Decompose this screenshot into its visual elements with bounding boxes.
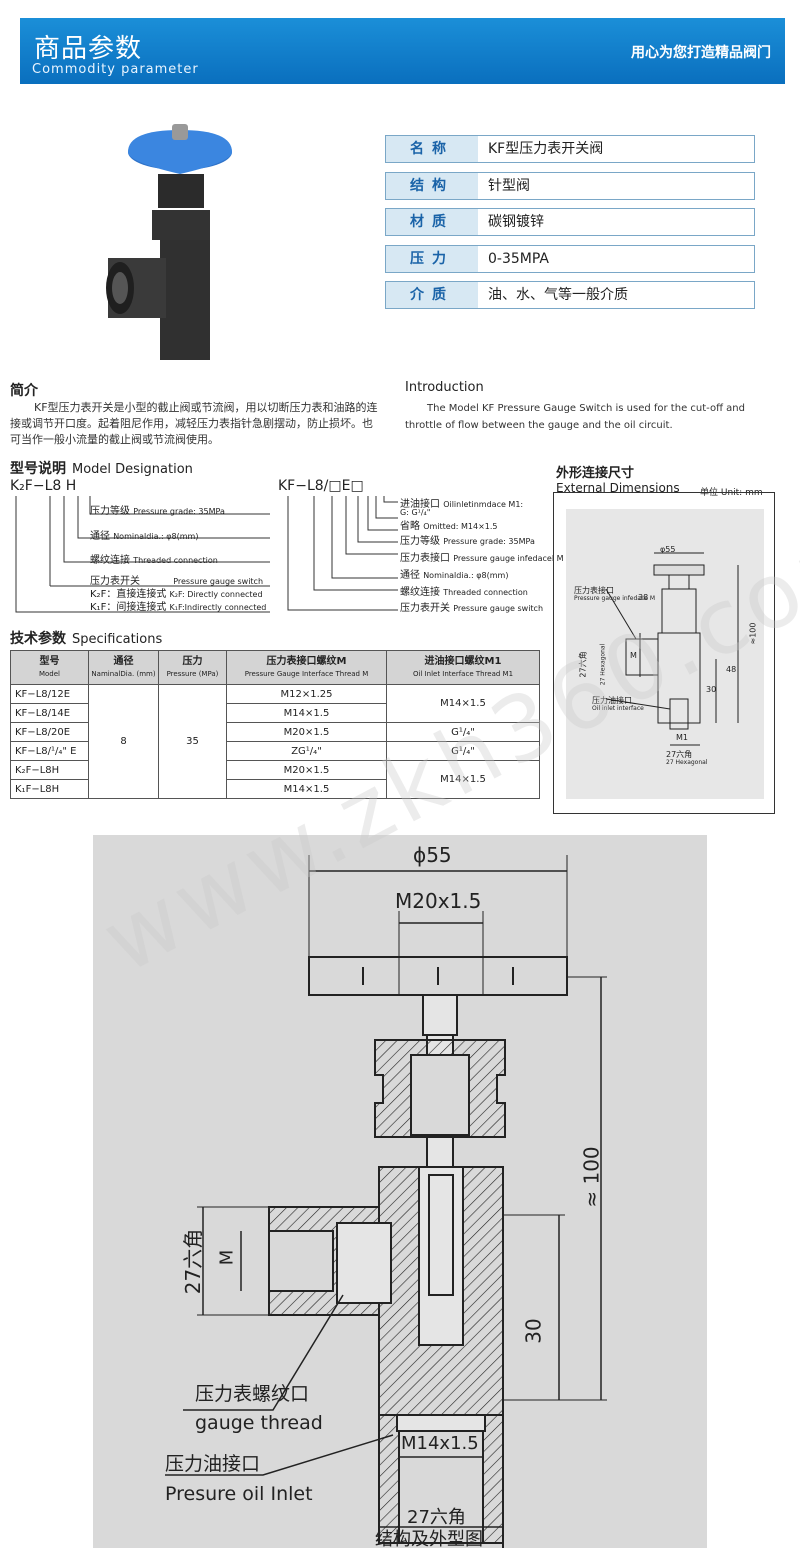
structure-drawing: ϕ55 M20x1.5 ≈ 100 27六角 M 30 压力表螺纹口 gauge…: [93, 835, 707, 1565]
draw-dim-hex27: 27六角: [407, 1507, 466, 1528]
ext-dim: φ55: [660, 545, 676, 554]
header-subtitle: Commodity parameter: [32, 62, 199, 77]
param-value: 0-35MPA: [488, 251, 549, 267]
model-right-leader-lines: [287, 496, 398, 611]
model-left-label: 通径 Nominaldia.: φ8(mm): [90, 531, 199, 542]
draw-label-oil-cn: 压力油接口: [165, 1453, 261, 1475]
model-left-code: K₂F−L8 H: [10, 478, 77, 494]
table-row: KF−L8/20E M20×1.5 G¹/₄": [10, 722, 540, 742]
draw-dim-m14: M14x1.5: [401, 1433, 479, 1454]
draw-caption: 结构及外型图: [375, 1529, 483, 1550]
model-left-label: K₁F：间接连接式 K₁F:Indirectly connected: [90, 602, 267, 613]
ext-label: 27 Hexagonal: [599, 643, 607, 686]
param-row-name: 名称 KF型压力表开关阀: [385, 135, 755, 163]
model-right-label: 压力表接口 Pressure gauge infedacel M: [400, 553, 564, 564]
param-row-structure: 结构 针型阀: [385, 172, 755, 200]
header-slogan: 用心为您打造精品阀门: [631, 45, 771, 61]
ext-label: 27 Hexagonal: [666, 759, 708, 766]
draw-dim-hex: 27六角: [181, 1228, 206, 1295]
draw-label-gauge-en: gauge thread: [195, 1412, 323, 1434]
model-left-label: K₂F：直接连接式 K₂F: Directly connected: [90, 589, 263, 600]
ext-dim: 38: [638, 593, 649, 602]
draw-dim-30: 30: [521, 1318, 546, 1344]
header-banner: 商品参数 Commodity parameter 用心为您打造精品阀门: [20, 18, 785, 84]
ext-label: Pressure gauge infedace M: [574, 595, 656, 602]
ext-dim: M1: [676, 733, 688, 742]
model-right-label: G: G¹/₄": [400, 508, 431, 517]
header-title: 商品参数: [34, 34, 143, 64]
valve-product-image: [106, 124, 232, 360]
table-row: KF−L8/12E 8 35 M12×1.25 M14×1.5: [10, 684, 540, 799]
draw-dim-d55: ϕ55: [413, 843, 452, 867]
ext-unit: 单位 Unit: mm: [700, 488, 763, 498]
intro-cn-heading: 简介: [10, 383, 38, 399]
ext-drawing: [605, 552, 739, 746]
model-right-label: 进油接口 Oilinletinmdace M1:: [400, 499, 524, 510]
model-right-label: 螺纹连接 Threaded connection: [400, 587, 528, 598]
ext-dim: 48: [726, 665, 737, 674]
param-key: 材质: [386, 209, 478, 235]
param-value: 碳钢镀锌: [488, 214, 544, 230]
intro-cn-text: KF型压力表开关是小型的截止阀或节流阀，用以切断压力表和油路的连接或调节开口度。…: [10, 401, 378, 446]
intro-en-heading: Introduction: [405, 380, 484, 395]
param-key: 结构: [386, 173, 478, 199]
param-row-pressure: 压力 0-35MPA: [385, 245, 755, 273]
intro-en-text: The Model KF Pressure Gauge Switch is us…: [405, 403, 745, 431]
ext-dim: ≈100: [748, 622, 758, 645]
model-right-label: 通径 Nominaldia.: φ8(mm): [400, 570, 509, 581]
param-key: 介质: [386, 282, 478, 308]
param-value: 针型阀: [488, 178, 530, 194]
model-left-label: 压力等级 Pressure grade: 35MPa: [90, 506, 225, 517]
ext-label: Oil inlet interface: [592, 705, 644, 712]
param-row-medium: 介质 油、水、气等一般介质: [385, 281, 755, 309]
ext-label: 压力表接口: [574, 586, 614, 595]
ext-dimension-panel: φ55 38 压力表接口 Pressure gauge infedace M ≈…: [553, 492, 775, 814]
draw-dim-m: M: [216, 1249, 238, 1266]
param-value: KF型压力表开关阀: [488, 141, 604, 157]
ext-dim: 30: [706, 685, 717, 694]
ext-label: 27六角: [578, 651, 588, 678]
param-row-material: 材质 碳钢镀锌: [385, 208, 755, 236]
structure-drawing-svg: [165, 855, 607, 1565]
param-key: 压力: [386, 246, 478, 272]
ext-drawing-area: φ55 38 压力表接口 Pressure gauge infedace M ≈…: [566, 509, 764, 799]
param-key: 名称: [386, 136, 478, 162]
draw-dim-100: ≈ 100: [579, 1146, 604, 1208]
ext-dim: M: [630, 651, 637, 660]
model-right-label: 省略 Omitted: M14×1.5: [400, 521, 498, 532]
table-row: K₁F−L8H M14×1.5: [10, 779, 540, 799]
table-row: K₂F−L8H M20×1.5 M14×1.5: [10, 760, 540, 799]
model-left-leader-lines: [15, 496, 270, 613]
draw-label-gauge-cn: 压力表螺纹口: [195, 1383, 310, 1405]
draw-label-oil-en: Presure oil Inlet: [165, 1483, 313, 1505]
draw-dim-m20: M20x1.5: [395, 889, 482, 913]
ext-label: 27六角: [666, 750, 693, 759]
model-left-label: 螺纹连接 Threaded connection: [90, 555, 218, 566]
table-row: KF−L8/14E M14×1.5: [10, 703, 540, 723]
model-right-code: KF−L8/□E□: [278, 478, 364, 494]
model-right-label: 压力等级 Pressure grade: 35MPa: [400, 536, 535, 547]
param-value: 油、水、气等一般介质: [488, 287, 628, 303]
ext-heading-en: External Dimensions: [556, 481, 680, 495]
model-right-label: 压力表开关 Pressure gauge switch: [400, 603, 544, 614]
model-left-label: 压力表开关 Pressure gauge switch: [90, 576, 264, 587]
ext-label: 压力油接口: [592, 696, 632, 705]
ext-heading: 外形连接尺寸: [556, 466, 635, 481]
